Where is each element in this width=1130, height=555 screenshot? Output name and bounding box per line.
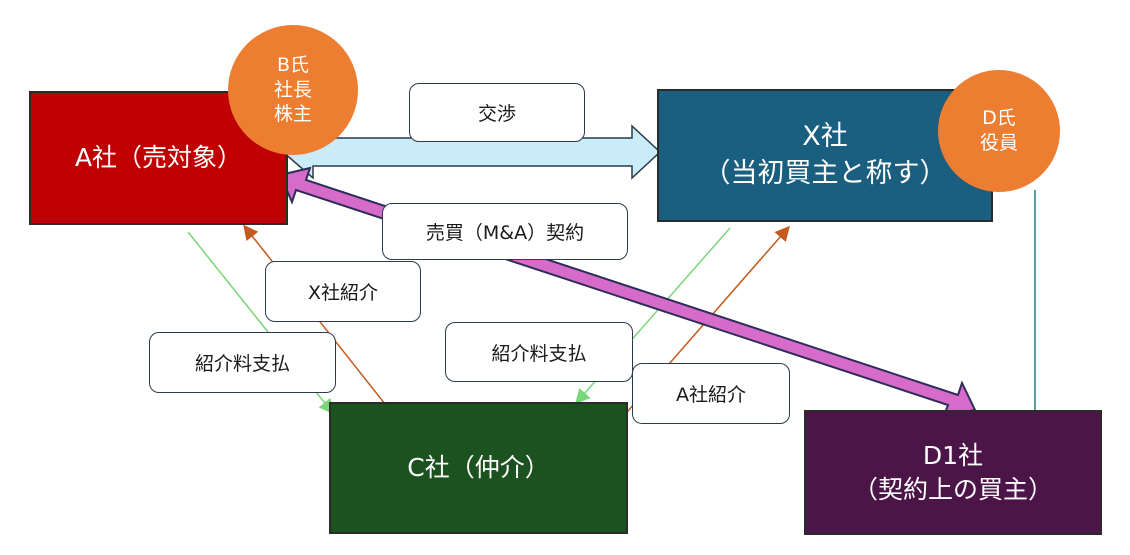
company-x-name: X社	[802, 121, 848, 153]
intro-a-label: A社紹介	[632, 363, 790, 424]
fee-x-label: 紹介料支払	[445, 322, 633, 382]
person-b-circle: B氏 社長 株主	[228, 25, 358, 155]
sale-contract-label: 売買（M&A）契約	[382, 203, 628, 260]
person-b-role: 株主	[273, 103, 312, 126]
person-b-title: 社長	[273, 78, 312, 101]
person-d-name: D氏	[982, 107, 1016, 130]
company-d1-role: （契約上の買主）	[852, 474, 1053, 504]
person-d-title: 役員	[979, 132, 1018, 154]
person-d-circle: D氏 役員	[938, 70, 1060, 192]
company-d1-box: D1社 （契約上の買主）	[804, 410, 1102, 535]
negotiation-label: 交渉	[409, 83, 585, 142]
company-a-label: A社（売対象）	[74, 143, 243, 173]
company-d1-name: D1社	[922, 440, 984, 470]
fee-a-label: 紹介料支払	[149, 332, 336, 393]
company-x-role: （当初買主と称す）	[703, 157, 947, 189]
intro-x-label: X社紹介	[265, 261, 421, 322]
company-c-box: C社（仲介）	[329, 402, 628, 534]
person-b-name: B氏	[276, 53, 310, 76]
company-x-box: X社 （当初買主と称す）	[657, 89, 993, 222]
company-c-label: C社（仲介）	[407, 453, 550, 483]
